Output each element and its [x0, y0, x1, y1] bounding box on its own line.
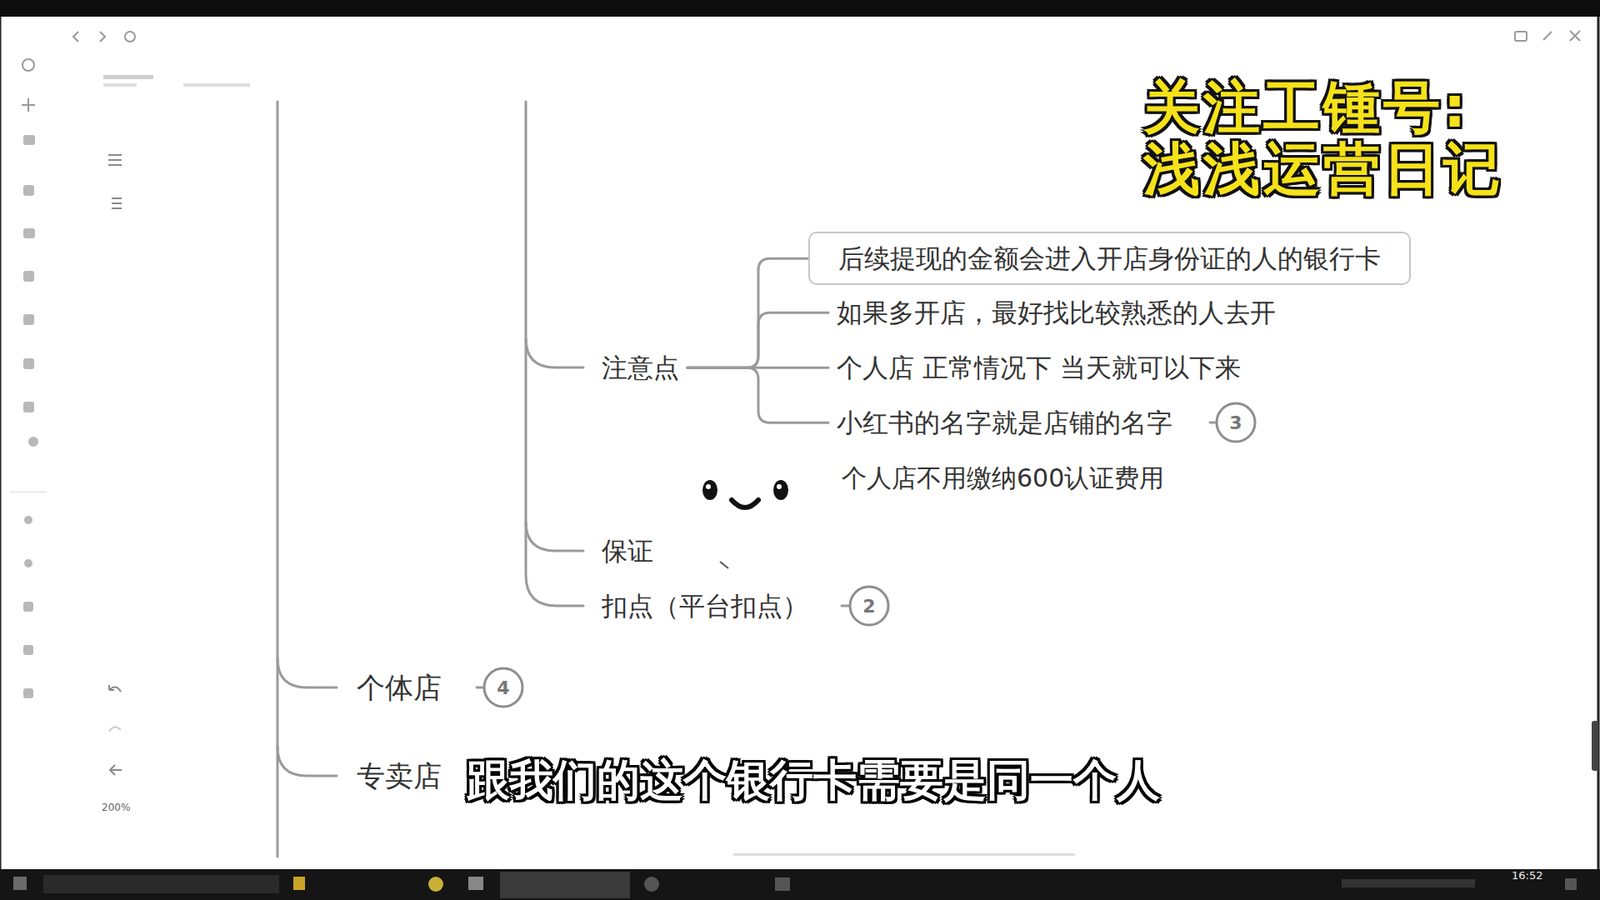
watermark: 关注工锺号:	[1143, 70, 1470, 146]
topic-text: 保证	[601, 534, 654, 568]
branch-topic: 专卖店	[348, 752, 450, 800]
callout-circles	[484, 403, 1255, 707]
zoom-level: 200%	[101, 801, 130, 814]
taskbar	[0, 869, 1600, 900]
window-buttons	[73, 30, 1580, 42]
branch-topic: 个体店	[348, 664, 450, 711]
h-scroll	[733, 853, 1075, 856]
selected-topic: 后续提现的金额会进入开店身份证的人的银行卡	[808, 231, 1411, 285]
topic: 如果多开店，最好找比较熟悉的人去开	[828, 290, 1285, 335]
topic-text: 个人店不用缴纳600认证费用	[841, 461, 1165, 495]
topic-text: 个人店 正常情况下 当天就可以下来	[836, 350, 1241, 385]
topic-text: 个体店	[356, 669, 442, 706]
callout-number: 4	[484, 668, 523, 707]
topic-text: 专卖店	[356, 757, 442, 795]
topic: 注意点	[593, 345, 688, 390]
tree-lines	[277, 101, 1216, 857]
topic: 保证	[593, 529, 662, 573]
cartoon-face	[702, 480, 789, 569]
topic-text: 小红书的名字就是店铺的名字	[836, 405, 1173, 440]
topic: 个人店不用缴纳600认证费用	[833, 456, 1173, 500]
topic-text: 后续提现的金额会进入开店身份证的人的银行卡	[838, 241, 1381, 275]
clock: 16:52	[1511, 869, 1543, 882]
topic: 个人店 正常情况下 当天就可以下来	[828, 345, 1250, 390]
callout-number: 2	[850, 586, 889, 625]
scrollbar	[1591, 720, 1599, 771]
topic-text: 扣点（平台扣点）	[601, 589, 809, 623]
top-frame	[0, 0, 1600, 17]
left-frame	[0, 16, 2, 870]
callout-number: 3	[1216, 403, 1255, 442]
topic-text: 如果多开店，最好找比较熟悉的人去开	[836, 295, 1276, 330]
topic-text: 注意点	[601, 350, 680, 385]
sidebar-icons	[10, 59, 250, 775]
branch-connector	[687, 312, 829, 368]
taskbar-icons	[13, 871, 1577, 899]
subtitle: 跟我们的这个银行卡需要是同一个人	[466, 751, 1160, 810]
watermark: 浅浅运营日记	[1143, 131, 1504, 208]
topic: 扣点（平台扣点）	[593, 584, 817, 628]
branch-connector	[687, 367, 829, 423]
topic: 小红书的名字就是店铺的名字	[828, 400, 1181, 445]
